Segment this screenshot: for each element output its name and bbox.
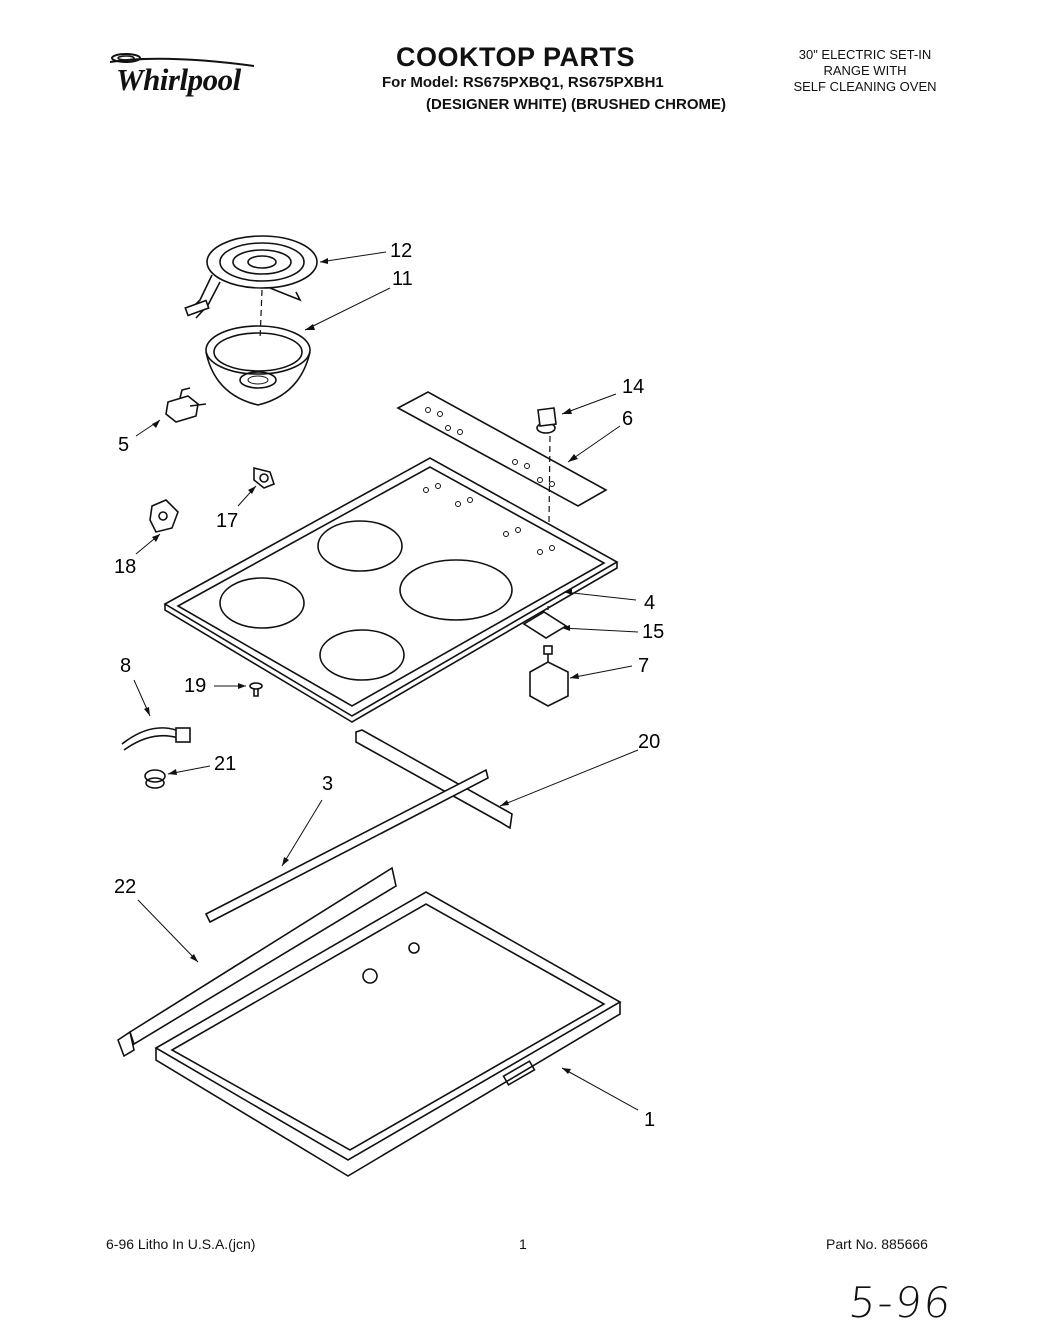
brand-logo: Whirlpool [116,62,241,97]
callout-1: 1 [644,1109,655,1131]
callout-5: 5 [118,434,129,456]
callout-18: 18 [114,556,136,578]
terminal-block [165,387,207,423]
callout-20: 20 [638,731,660,753]
part-number: Part No. 885666 [826,1236,928,1252]
callout-12: 12 [390,240,412,262]
trim-strip [204,768,489,924]
product-line-2: RANGE WITH [823,63,907,78]
callout-leaders [133,251,639,1111]
surface-element-coil [184,235,318,319]
clip [253,466,275,489]
callout-3: 3 [322,773,333,795]
control-knob [536,407,557,434]
callout-7: 7 [638,655,649,677]
bracket [149,499,179,533]
whirlpool-logo-swoosh [109,53,255,67]
product-line-3: SELF CLEANING OVEN [793,79,937,94]
drip-bowl [205,289,311,406]
page-title: COOKTOP PARTS [396,42,636,72]
finish-options: (DESIGNER WHITE) (BRUSHED CHROME) [426,96,726,113]
callout-labels: 12 11 14 6 5 17 18 4 15 8 19 7 20 21 3 2… [114,240,664,1131]
rear-trim [117,866,397,1058]
page-number: 1 [519,1236,527,1252]
callout-14: 14 [622,376,644,398]
cooktop-main [163,457,619,723]
callout-19: 19 [184,675,206,697]
support-bracket [355,729,513,830]
grommet [144,769,166,789]
callout-17: 17 [216,510,238,532]
infinite-switch [529,645,569,707]
callout-15: 15 [642,621,664,643]
product-description: 30" ELECTRIC SET-IN RANGE WITH SELF CLEA… [776,47,954,95]
switch-plate [522,611,568,639]
model-numbers: For Model: RS675PXBQ1, RS675PXBH1 [382,74,664,91]
cooktop-box [154,891,622,1177]
wire-harness [121,727,191,751]
callout-11: 11 [392,268,413,290]
handwritten-date: 5-96 [846,1278,955,1327]
litho-note: 6-96 Litho In U.S.A.(jcn) [106,1236,256,1252]
callout-8: 8 [120,655,131,677]
callout-6: 6 [622,408,633,430]
product-line-1: 30" ELECTRIC SET-IN [798,47,932,62]
callout-21: 21 [214,753,236,775]
callout-4: 4 [644,592,655,614]
callout-22: 22 [114,876,136,898]
screw [249,682,263,697]
